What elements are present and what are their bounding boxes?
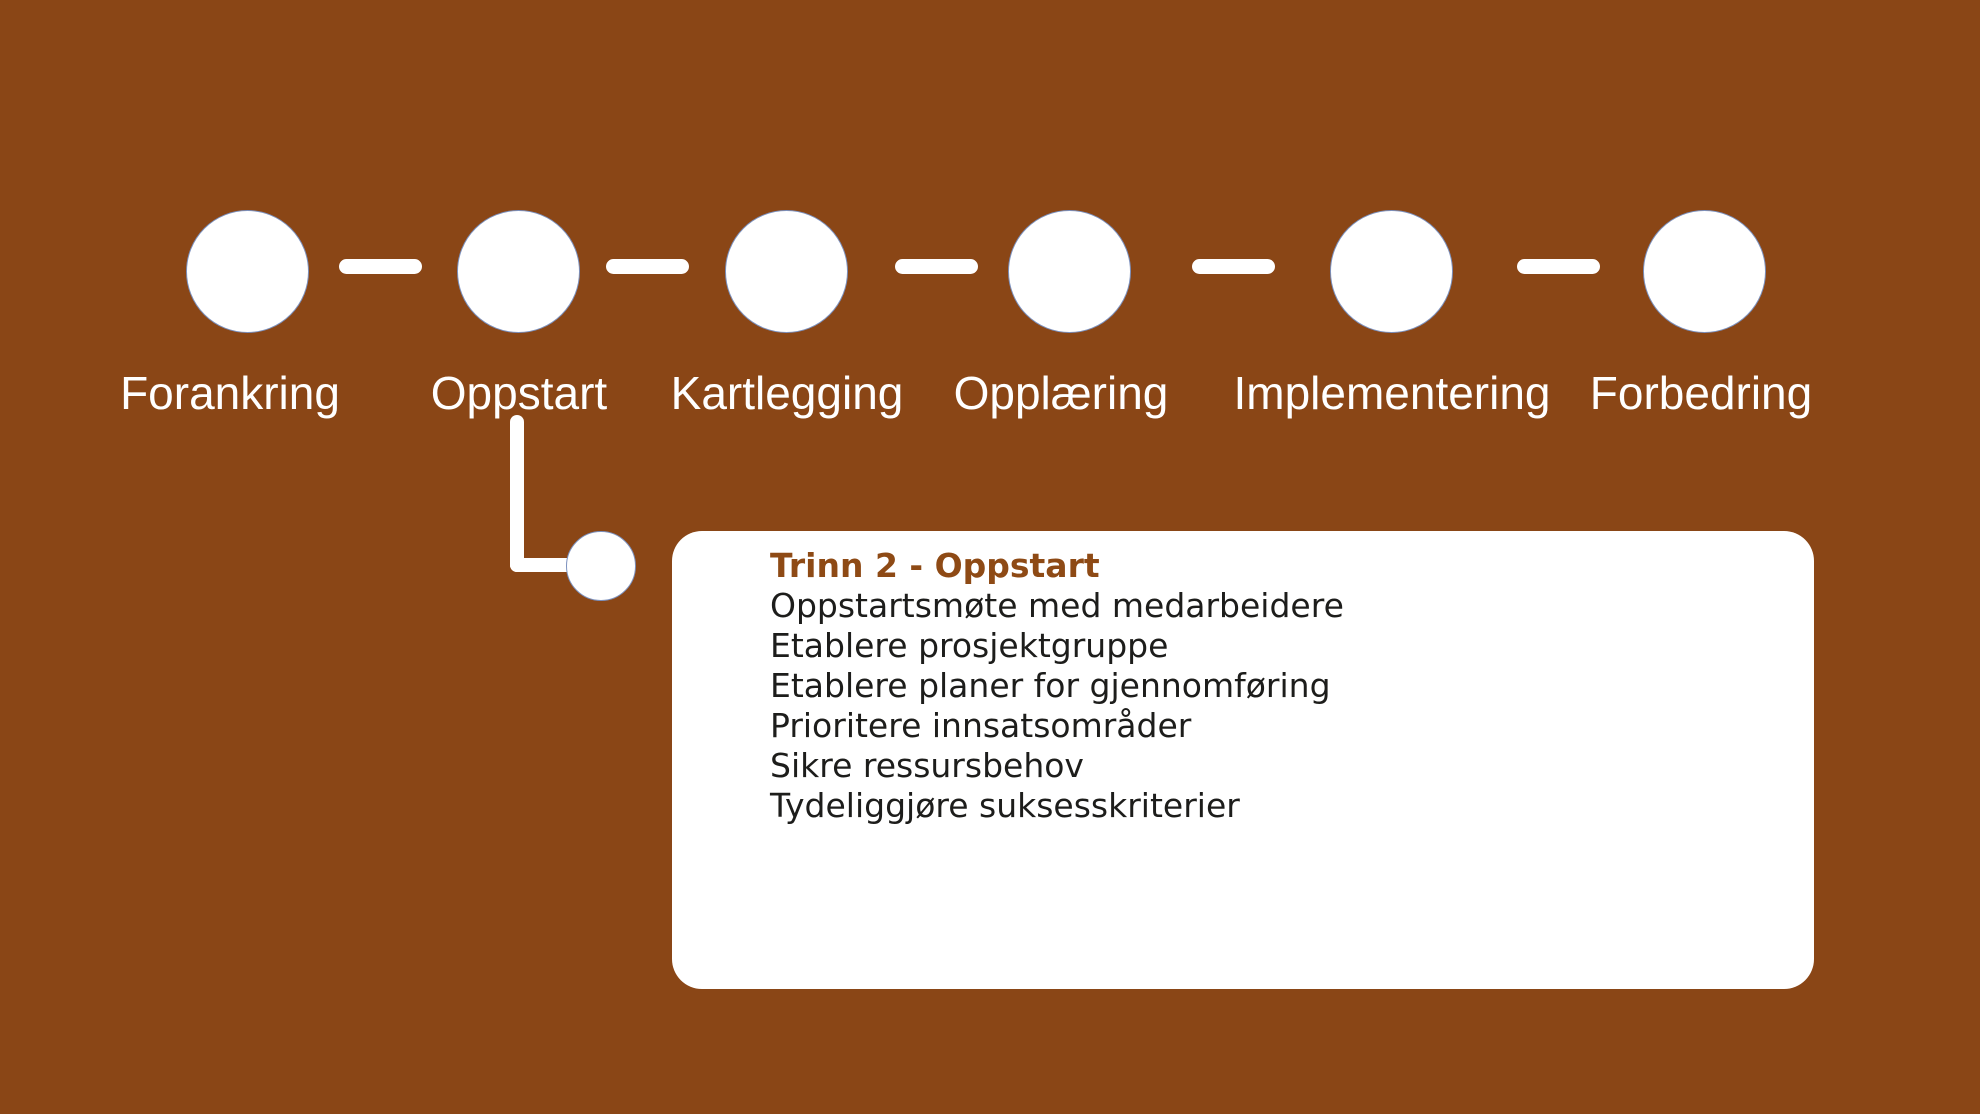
stage-label-oppstart: Oppstart bbox=[430, 367, 608, 419]
timeline-dash bbox=[895, 259, 978, 274]
detail-card-item: Etablere prosjektgruppe bbox=[770, 626, 1169, 665]
stage-circle-implementering[interactable] bbox=[1330, 210, 1453, 333]
stage-label-kartlegging: Kartlegging bbox=[670, 367, 904, 419]
stage-label-implementering: Implementering bbox=[1233, 367, 1551, 419]
timeline-dash bbox=[339, 259, 422, 274]
timeline-dash bbox=[606, 259, 689, 274]
stage-label-forankring: Forankring bbox=[120, 367, 340, 419]
detail-card: Trinn 2 - Oppstart Oppstartsmøte med med… bbox=[672, 531, 1814, 989]
stage-circle-oppstart[interactable] bbox=[457, 210, 580, 333]
stage-circle-forankring[interactable] bbox=[186, 210, 309, 333]
stage-circle-forbedring[interactable] bbox=[1643, 210, 1766, 333]
timeline-dash bbox=[1517, 259, 1600, 274]
stage-circle-kartlegging[interactable] bbox=[725, 210, 848, 333]
detail-card-title: Trinn 2 - Oppstart bbox=[770, 546, 1100, 585]
stage-label-opplaering: Opplæring bbox=[953, 367, 1169, 419]
timeline-dash bbox=[1192, 259, 1275, 274]
stage-label-forbedring: Forbedring bbox=[1589, 367, 1813, 419]
stage-circle-opplaering[interactable] bbox=[1008, 210, 1131, 333]
detail-card-item: Sikre ressursbehov bbox=[770, 746, 1084, 785]
detail-card-item: Etablere planer for gjennomføring bbox=[770, 666, 1331, 705]
detail-card-item: Oppstartsmøte med medarbeidere bbox=[770, 586, 1344, 625]
detail-card-item: Prioritere innsatsområder bbox=[770, 706, 1192, 745]
connector-node-circle bbox=[566, 531, 636, 601]
detail-card-item: Tydeliggjøre suksesskriterier bbox=[770, 786, 1240, 825]
connector-line-vertical bbox=[510, 415, 524, 572]
